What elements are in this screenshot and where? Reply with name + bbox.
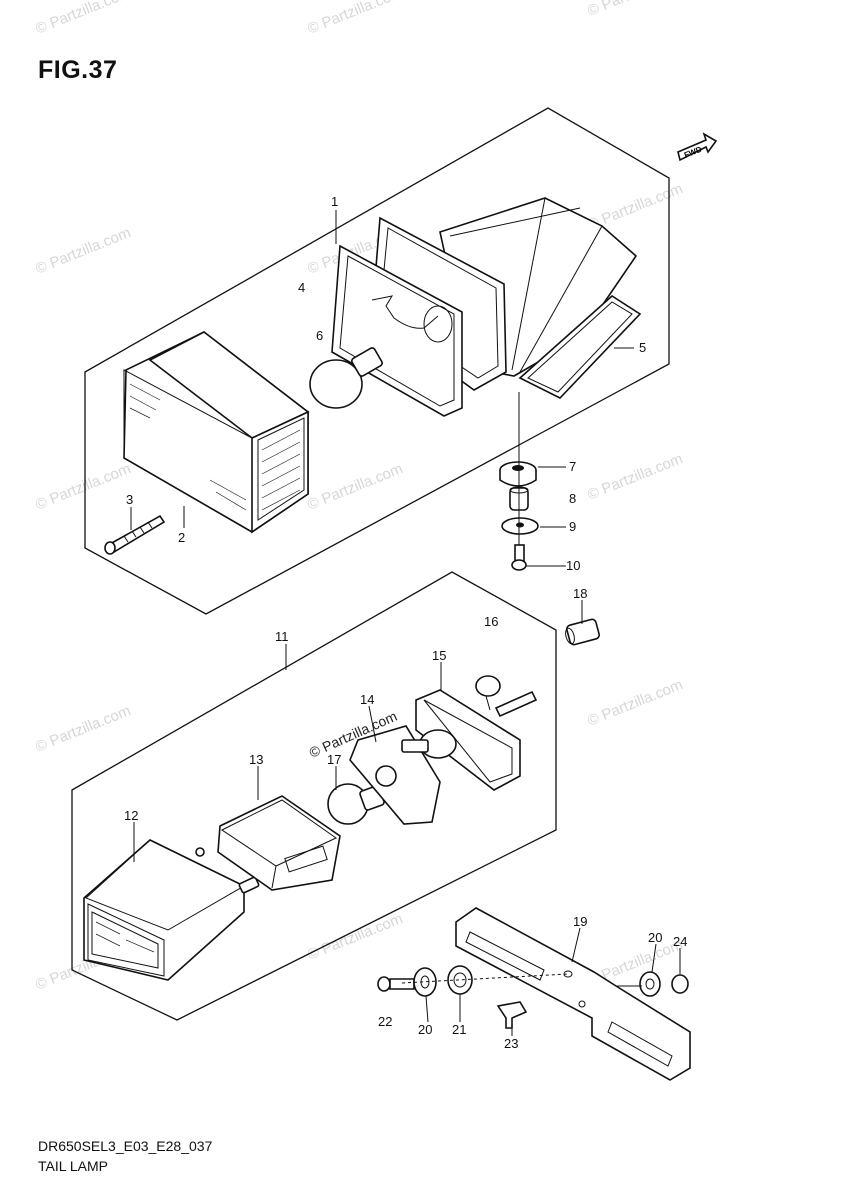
callout-17: 17 bbox=[327, 752, 341, 767]
callout-4: 4 bbox=[298, 280, 305, 295]
washer-part-20-left bbox=[413, 967, 437, 997]
screw-part-3 bbox=[104, 514, 166, 555]
callout-leaders bbox=[130, 210, 681, 1036]
cushion-part-7 bbox=[499, 461, 537, 487]
callout-6: 6 bbox=[316, 328, 323, 343]
license-lens-part-13 bbox=[217, 795, 341, 891]
grommet-part-16 bbox=[475, 675, 538, 718]
washer-part-20-right bbox=[639, 971, 661, 997]
figure-name: TAIL LAMP bbox=[38, 1158, 109, 1174]
gasket-part-5-inner bbox=[527, 301, 633, 393]
collar-part-18 bbox=[565, 618, 600, 646]
callout-12: 12 bbox=[124, 808, 138, 823]
forward-label: FWD bbox=[683, 145, 703, 160]
callout-22: 22 bbox=[378, 1014, 392, 1029]
watermark-text: © Partzilla.com bbox=[585, 0, 685, 20]
callout-14: 14 bbox=[360, 692, 374, 707]
watermark-text: © Partzilla.com bbox=[585, 676, 685, 730]
watermark-text: © Partzilla.com bbox=[33, 0, 133, 38]
callout-11: 11 bbox=[275, 629, 289, 644]
callout-20-right: 20 bbox=[648, 930, 662, 945]
callout-8: 8 bbox=[569, 491, 576, 506]
watermark-text: © Partzilla.com bbox=[305, 460, 405, 514]
license-lamp-body-part-12 bbox=[83, 839, 260, 981]
lens-part-2 bbox=[123, 331, 310, 534]
callout-19: 19 bbox=[573, 914, 587, 929]
screw-part-22 bbox=[377, 976, 415, 992]
callout-labels: 1 2 3 4 5 6 7 8 9 10 11 12 13 14 15 16 1… bbox=[124, 194, 687, 1051]
callout-21: 21 bbox=[452, 1022, 466, 1037]
callout-9: 9 bbox=[569, 519, 576, 534]
forward-arrow-icon: FWD bbox=[677, 132, 718, 162]
figure-title: FIG.37 bbox=[38, 56, 118, 84]
socket-plate-part-4 bbox=[331, 244, 463, 417]
bracket-part-19 bbox=[455, 907, 691, 1081]
callout-7: 7 bbox=[569, 459, 576, 474]
watermark-text: © Partzilla.com bbox=[305, 0, 405, 38]
callout-24: 24 bbox=[673, 934, 687, 949]
bolt-axis-line-left bbox=[401, 973, 569, 984]
bulb-part-6 bbox=[309, 347, 383, 409]
callout-23: 23 bbox=[504, 1036, 518, 1051]
watermark-text: © Partzilla.com bbox=[585, 450, 685, 504]
callout-1: 1 bbox=[331, 194, 338, 209]
nut-part-10 bbox=[511, 544, 527, 571]
watermark-text: © Partzilla.com bbox=[33, 460, 133, 514]
callout-18: 18 bbox=[573, 586, 587, 601]
washer-part-9 bbox=[501, 517, 539, 535]
watermark-text: © Partzilla.com bbox=[33, 702, 133, 756]
callout-16: 16 bbox=[484, 614, 498, 629]
socket-part-15 bbox=[401, 689, 521, 791]
callout-5: 5 bbox=[639, 340, 646, 355]
callout-15: 15 bbox=[432, 648, 446, 663]
callout-10: 10 bbox=[566, 558, 580, 573]
callout-13: 13 bbox=[249, 752, 263, 767]
figure-code: DR650SEL3_E03_E28_037 bbox=[38, 1138, 213, 1154]
watermark-text: © Partzilla.com bbox=[305, 910, 405, 964]
assembly-frame-upper bbox=[84, 107, 670, 615]
gasket-part-5 bbox=[518, 294, 642, 399]
nut-part-24 bbox=[671, 974, 689, 994]
clamp-part-23 bbox=[496, 1001, 528, 1029]
assembly-frame-lower bbox=[71, 571, 557, 1021]
callout-3: 3 bbox=[126, 492, 133, 507]
callout-2: 2 bbox=[178, 530, 185, 545]
callout-20-left: 20 bbox=[418, 1022, 432, 1037]
watermark-text: © Partzilla.com bbox=[33, 224, 133, 278]
